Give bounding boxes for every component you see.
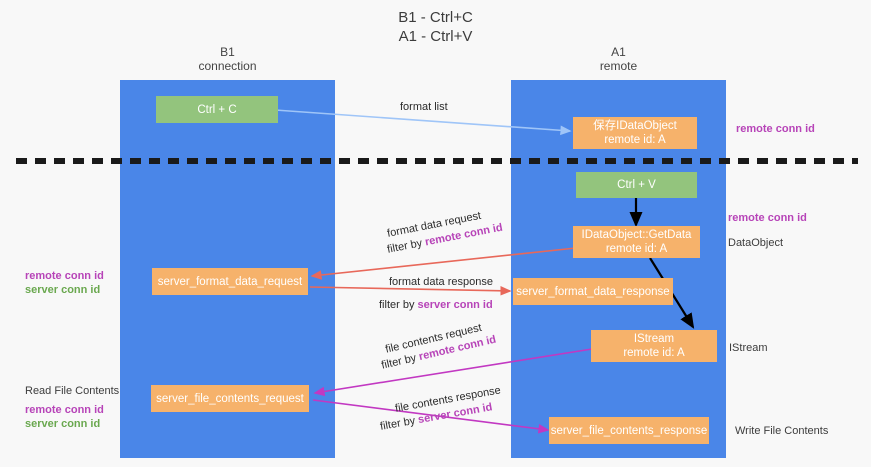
annotation-right-dataobject-text: DataObject	[728, 237, 784, 249]
node-server-file-contents-response[interactable]: server_file_contents_response	[549, 417, 709, 444]
lane-header-b1: B1 connection	[120, 45, 335, 73]
lane-header-b1-line1: B1	[220, 45, 235, 59]
lane-header-b1-line2: connection	[198, 59, 257, 73]
node-istream[interactable]: IStream remote id: A	[591, 330, 717, 362]
annotation-left-remote-conn-id-mid-text: remote conn id	[25, 270, 104, 282]
annotation-right-write-file-contents: Write File Contents	[735, 424, 828, 439]
annotation-left-remote-conn-id-bottom: remote conn id	[25, 403, 104, 418]
node-server-file-contents-response-label: server_file_contents_response	[550, 424, 708, 437]
node-server-format-data-response[interactable]: server_format_data_response	[513, 278, 673, 305]
edge-label-format-data-response-filter: filter by server conn id	[379, 298, 493, 312]
node-server-format-data-request[interactable]: server_format_data_request	[152, 268, 308, 295]
diagram-title: B1 - Ctrl+C A1 - Ctrl+V	[0, 8, 871, 46]
annotation-left-server-conn-id-mid-text: server conn id	[25, 284, 101, 296]
annotation-right-istream: IStream	[729, 341, 768, 356]
annotation-left-read-file-contents-text: Read File Contents	[25, 385, 120, 397]
annotation-left-server-conn-id-bottom-text: server conn id	[25, 418, 101, 430]
node-server-file-contents-request[interactable]: server_file_contents_request	[151, 385, 309, 412]
filter-prefix: filter by	[379, 414, 420, 433]
lane-header-a1-line1: A1	[611, 45, 626, 59]
diagram-title-line2: A1 - Ctrl+V	[398, 28, 473, 45]
annotation-left-read-file-contents: Read File Contents	[25, 384, 119, 399]
annotation-left-remote-conn-id-bottom-text: remote conn id	[25, 404, 104, 416]
annotation-right-dataobject: DataObject	[728, 236, 783, 251]
annotation-left-server-conn-id-mid: server conn id	[25, 283, 100, 298]
edge-label-format-list-text: format list	[400, 101, 448, 113]
annotation-right-istream-text: IStream	[729, 342, 768, 354]
lane-header-a1-line2: remote	[599, 59, 638, 73]
annotation-right-remote-conn-id-top-text: remote conn id	[736, 123, 815, 135]
annotation-right-write-file-contents-text: Write File Contents	[735, 425, 829, 437]
edge-label-format-data-response-text: format data response	[389, 276, 493, 288]
node-save-idataobject-line2: remote id: A	[604, 134, 666, 146]
node-server-format-data-request-label: server_format_data_request	[157, 275, 303, 288]
node-ctrl-c[interactable]: Ctrl + C	[156, 96, 278, 123]
node-idataobject-getdata-line1: IDataObject::GetData	[581, 229, 692, 241]
node-istream-line2: remote id: A	[623, 347, 685, 359]
node-ctrl-c-label: Ctrl + C	[197, 103, 237, 116]
annotation-right-remote-conn-id-top: remote conn id	[736, 122, 815, 137]
edge-label-format-data-response: format data response	[389, 275, 493, 289]
node-save-idataobject[interactable]: 保存IDataObject remote id: A	[573, 117, 697, 149]
edge-label-format-list: format list	[400, 100, 448, 114]
node-istream-line1: IStream	[633, 333, 675, 345]
annotation-right-remote-conn-id-mid-text: remote conn id	[728, 212, 807, 224]
annotation-left-server-conn-id-bottom: server conn id	[25, 417, 100, 432]
filter-prefix: filter by	[379, 299, 418, 311]
lane-header-a1: A1 remote	[511, 45, 726, 73]
diagram-title-line1: B1 - Ctrl+C	[398, 9, 473, 26]
node-idataobject-getdata-line2: remote id: A	[605, 243, 668, 255]
filter-key-server-conn-id: server conn id	[417, 299, 493, 311]
node-server-file-contents-request-label: server_file_contents_request	[156, 392, 304, 405]
node-server-format-data-response-label: server_format_data_response	[516, 285, 670, 298]
node-ctrl-v[interactable]: Ctrl + V	[576, 172, 697, 198]
node-save-idataobject-line1: 保存IDataObject	[593, 120, 677, 132]
annotation-left-remote-conn-id-mid: remote conn id	[25, 269, 104, 284]
node-idataobject-getdata[interactable]: IDataObject::GetData remote id: A	[573, 226, 700, 258]
node-ctrl-v-label: Ctrl + V	[617, 179, 656, 191]
annotation-right-remote-conn-id-mid: remote conn id	[728, 211, 807, 226]
